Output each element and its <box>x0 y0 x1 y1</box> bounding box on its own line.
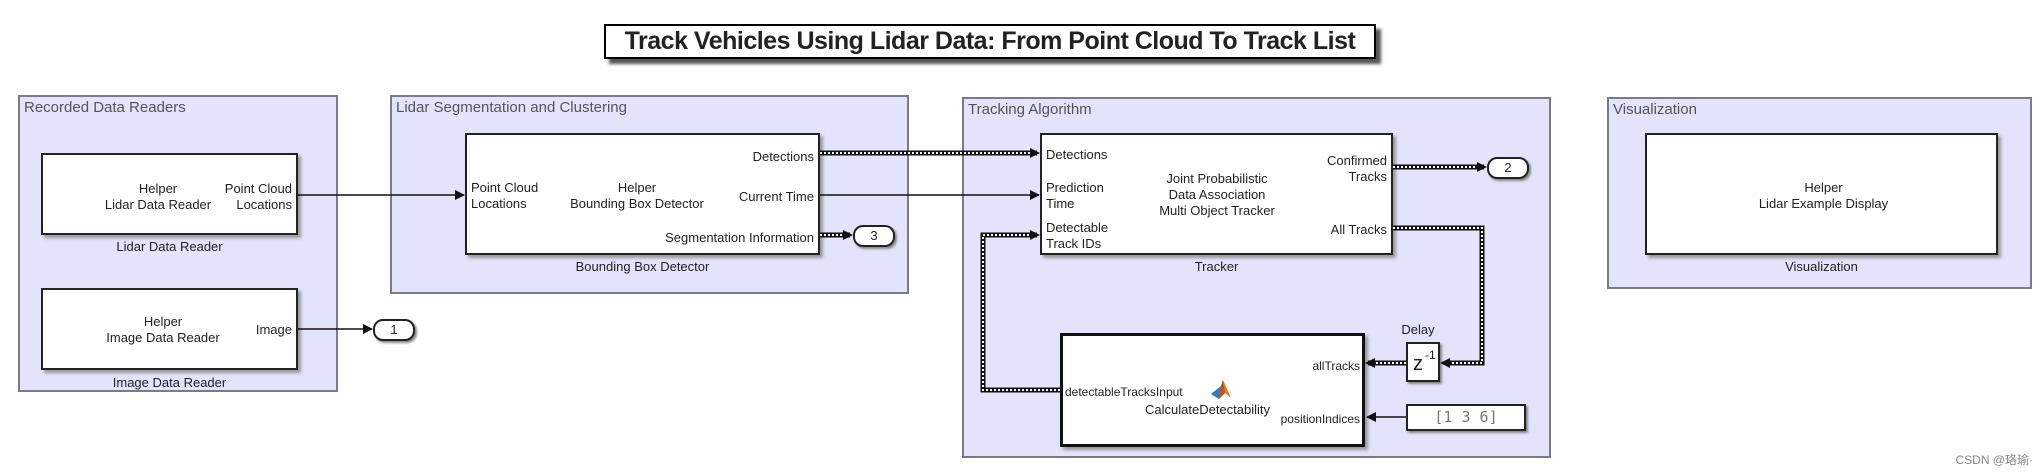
in-port-prediction-time: Prediction Time <box>1046 180 1104 212</box>
name-line: Multi Object Tracker <box>1159 203 1275 218</box>
block-name: Helper Lidar Example Display <box>1747 180 1900 212</box>
out-port-label: Point Cloud Locations <box>225 181 292 213</box>
visualization-block[interactable]: Helper Lidar Example Display <box>1645 133 1998 255</box>
name-line: Lidar Data Reader <box>104 197 212 212</box>
matlab-logo-icon <box>1211 380 1231 399</box>
name-line: Image Data Reader <box>106 330 220 345</box>
port-line: Confirmed <box>1327 153 1387 168</box>
outport-confirmed-tracks[interactable]: 2 <box>1487 157 1529 179</box>
name-line: Helper <box>1804 180 1843 195</box>
lidar-data-reader-block[interactable]: Helper Lidar Data Reader Point Cloud Loc… <box>41 153 298 235</box>
port-line: Time <box>1046 196 1075 211</box>
wire-confirmed-tracks[interactable] <box>1393 162 1487 172</box>
image-data-reader-block[interactable]: Helper Image Data Reader Image <box>41 288 298 370</box>
bounding-box-detector-block[interactable]: Point Cloud Locations Helper Bounding Bo… <box>465 133 820 255</box>
constant-block[interactable]: [1 3 6] <box>1406 404 1526 431</box>
block-name: CalculateDetectability <box>1145 402 1271 417</box>
out-port-confirmed: Confirmed Tracks <box>1327 153 1387 185</box>
wire-detections[interactable] <box>820 148 1040 158</box>
delay-caption: Delay <box>1401 322 1435 337</box>
delay-exponent: -1 <box>1425 348 1436 362</box>
block-caption: Lidar Data Reader <box>116 239 223 254</box>
block-caption: Visualization <box>1785 259 1858 274</box>
watermark: CSDN @珞瑜· <box>1955 453 2033 467</box>
wire-delayed-tracks[interactable] <box>1365 358 1406 368</box>
in-port-detections: Detections <box>1046 147 1108 162</box>
out-port-current-time: Current Time <box>738 189 814 204</box>
name-line: Helper <box>617 180 657 195</box>
port-line: Point Cloud <box>471 180 539 195</box>
block-name: Helper Bounding Box Detector <box>567 180 707 212</box>
port-line: Track IDs <box>1046 236 1102 251</box>
wire-segmentation[interactable] <box>820 230 853 240</box>
in-port-detectable-ids: Detectable Track IDs <box>1046 220 1108 252</box>
delay-symbol: z <box>1413 353 1423 375</box>
name-line: Helper <box>138 181 178 196</box>
port-line: Detectable <box>1046 220 1109 235</box>
port-line: Prediction <box>1046 180 1104 195</box>
in-port-all-tracks: allTracks <box>1312 359 1360 373</box>
name-line: Data Association <box>1168 187 1266 202</box>
name-line: Joint Probabilistic <box>1166 171 1268 186</box>
block-name: Joint Probabilistic Data Association Mul… <box>1147 171 1287 219</box>
in-port-label: Point Cloud Locations <box>471 180 538 212</box>
area-label: Visualization <box>1613 101 1697 118</box>
port-line: Locations <box>471 196 527 211</box>
block-caption: Image Data Reader <box>112 375 227 390</box>
name-line: Lidar Example Display <box>1758 196 1889 211</box>
name-line: Bounding Box Detector <box>570 196 704 211</box>
wire-all-tracks[interactable] <box>1393 225 1485 368</box>
area-label: Lidar Segmentation and Clustering <box>396 99 627 116</box>
outport-image[interactable]: 1 <box>373 319 415 341</box>
out-port-label: Image <box>255 322 292 337</box>
port-line: Point Cloud <box>224 181 292 196</box>
block-name: Helper Lidar Data Reader <box>98 181 218 213</box>
block-caption: Bounding Box Detector <box>575 259 710 274</box>
out-port-segmentation: Segmentation Information <box>665 230 814 245</box>
out-port-detections: Detections <box>752 149 814 164</box>
in-port-detectable-tracks: detectableTracksInput <box>1065 385 1183 399</box>
wire-detectable-ids[interactable] <box>980 230 1060 393</box>
area-label: Tracking Algorithm <box>968 101 1092 118</box>
port-line: Tracks <box>1348 169 1387 184</box>
constant-value: [1 3 6] <box>1434 408 1498 426</box>
outport-segmentation[interactable]: 3 <box>853 225 895 247</box>
tracker-block[interactable]: Detections Prediction Time Detectable Tr… <box>1040 133 1393 255</box>
diagram-title: Track Vehicles Using Lidar Data: From Po… <box>604 24 1376 59</box>
block-name: Helper Image Data Reader <box>98 314 228 346</box>
area-label: Recorded Data Readers <box>24 99 186 116</box>
out-port-all-tracks: All Tracks <box>1330 222 1387 237</box>
block-caption: Tracker <box>1194 259 1239 274</box>
name-line: Helper <box>143 314 183 329</box>
in-port-position-indices: positionIndices <box>1280 412 1360 426</box>
delay-block[interactable]: z -1 <box>1406 342 1440 382</box>
calculate-detectability-block[interactable]: detectableTracksInput allTracks position… <box>1060 333 1365 447</box>
port-line: Locations <box>236 197 292 212</box>
